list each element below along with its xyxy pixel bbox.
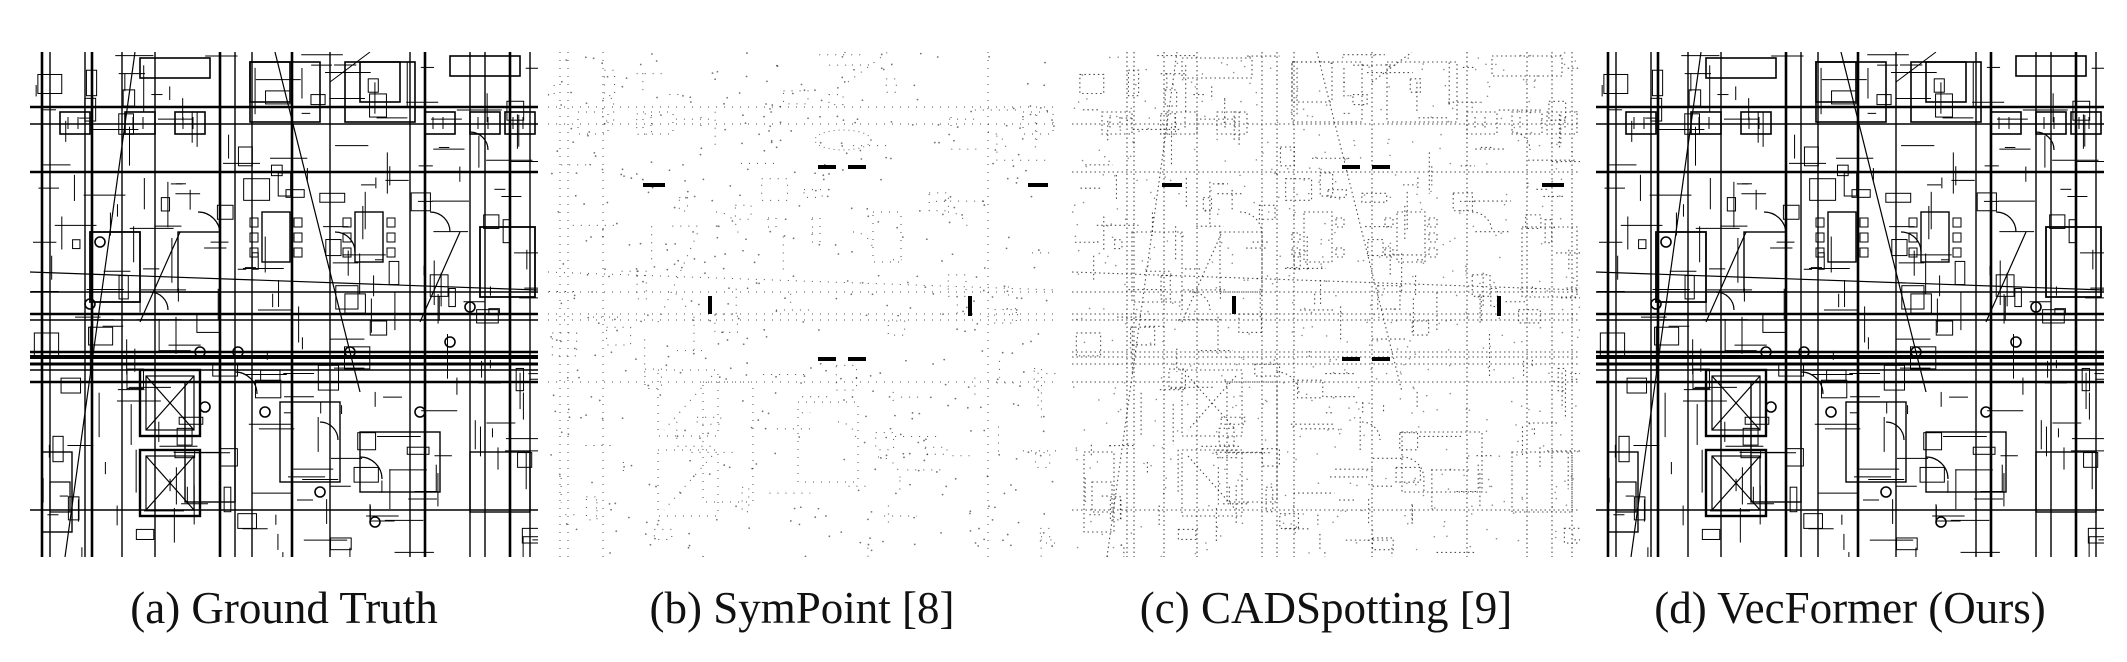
panel-vecformer [1596,52,2104,557]
floor-plan-drawing [30,52,538,557]
caption-ground-truth: (a) Ground Truth [130,583,438,633]
floor-plan-drawing [1072,52,1580,557]
caption-sympoint: (b) SymPoint [8] [649,583,955,633]
floor-plan-drawing [1596,52,2104,557]
caption-vecformer: (d) VecFormer (Ours) [1654,583,2046,633]
panel-cadspotting [1072,52,1580,557]
panel-sympoint [548,52,1056,557]
panel-ground-truth [30,52,538,557]
caption-cadspotting: (c) CADSpotting [9] [1139,583,1513,633]
floor-plan-drawing [548,52,1056,557]
